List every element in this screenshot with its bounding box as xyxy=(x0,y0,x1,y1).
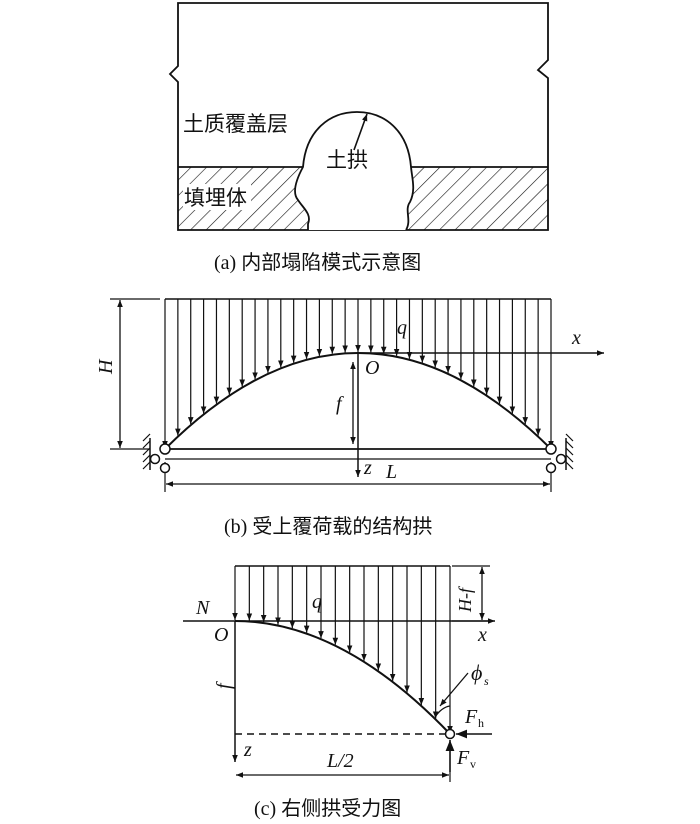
label-cover-layer: 土质覆盖层 xyxy=(183,112,288,136)
label-Fh: F xyxy=(464,706,478,728)
half-arch-curve xyxy=(234,620,451,735)
distributed-load-arrows xyxy=(162,299,554,448)
caption-a: (a) 内部塌陷模式示意图 xyxy=(214,251,421,274)
caption-b: (b) 受上覆荷载的结构拱 xyxy=(224,515,432,538)
label-Fh-sub: h xyxy=(478,716,484,730)
label-Fv-sub: v xyxy=(470,757,476,771)
label-Fv: F xyxy=(456,747,470,769)
label-O: O xyxy=(365,357,379,379)
label-f-c: f xyxy=(213,681,235,689)
soil-arch-cavity xyxy=(294,111,415,231)
label-x: x xyxy=(571,327,581,349)
panel-b: x z f O q H L xyxy=(95,298,604,538)
left-pin-support xyxy=(142,433,171,474)
label-L: L xyxy=(385,461,397,483)
label-z: z xyxy=(363,457,372,479)
caption-c: (c) 右侧拱受力图 xyxy=(254,797,401,820)
phi-pointer xyxy=(439,672,469,707)
label-phi-sub: s xyxy=(484,674,489,688)
label-soil-arch: 土拱 xyxy=(326,148,368,172)
angle-phi-arc xyxy=(434,705,451,718)
label-Hf: H-f xyxy=(455,585,475,613)
arch-pointer-arrow xyxy=(353,113,368,151)
label-f: f xyxy=(336,393,344,415)
fill-layer-hatch xyxy=(178,167,548,230)
label-phi: ϕ xyxy=(471,660,482,685)
label-q: q xyxy=(397,317,407,339)
label-L2: L/2 xyxy=(326,750,354,772)
panel-a: 土质覆盖层 土拱 填埋体 (a) 内部塌陷模式示意图 xyxy=(168,2,549,274)
label-x-c: x xyxy=(477,624,487,646)
label-N: N xyxy=(195,597,211,619)
right-pin xyxy=(444,728,456,740)
label-q-c: q xyxy=(312,591,322,613)
label-O-c: O xyxy=(214,624,228,646)
label-H: H xyxy=(95,358,117,375)
half-span-load-arrows xyxy=(232,566,453,733)
panel-c: x N O q z f L/2 H-f ϕ s F h F v (c) 右侧拱 xyxy=(183,565,495,820)
label-fill-body: 填埋体 xyxy=(184,186,247,210)
label-z-c: z xyxy=(243,739,252,761)
right-pin-support xyxy=(545,433,574,474)
